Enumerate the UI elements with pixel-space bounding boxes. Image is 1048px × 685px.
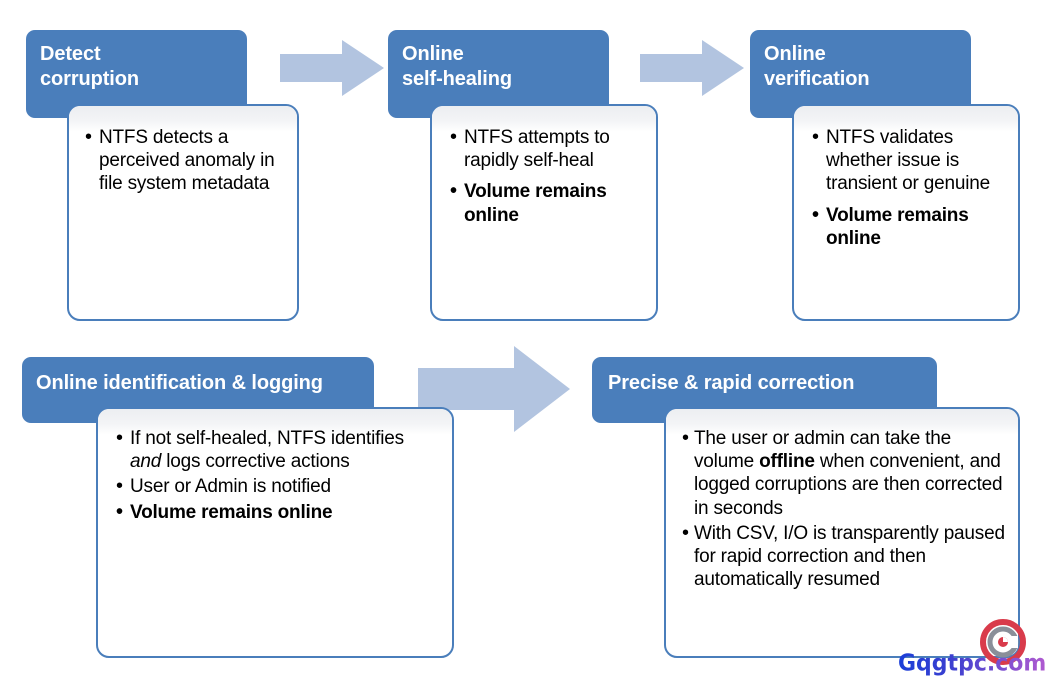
block-card-online-identification-logging: If not self-healed, NTFS identifies and … [96,407,454,658]
bullet-text: NTFS detects a perceived anomaly in file… [99,127,275,195]
block-header-line-2: corruption [40,68,139,91]
block-header-online-verification: Online verification [750,30,971,118]
bullet-list: NTFS detects a perceived anomaly in file… [69,106,297,196]
block-header-line-1: Detect [40,43,101,65]
list-item: Volume remains online [810,203,1006,250]
block-header-detect-corruption: Detect corruption [26,30,247,118]
bullet-text-part-1: The user or admin can take the volume [694,428,951,473]
block-card-online-verification: NTFS validates whether issue is transien… [792,104,1020,321]
block-header-line-2: self-healing [402,68,512,91]
bullet-list: The user or admin can take the volume of… [666,409,1018,591]
bullet-text: User or Admin is notified [130,476,331,498]
block-header-line-1: Online identification & logging [36,372,323,394]
bullet-text: NTFS attempts to rapidly self-heal [464,127,610,172]
bullet-list: NTFS attempts to rapidly self-heal Volum… [432,106,656,227]
block-header-line-2: verification [764,68,870,91]
bullet-list: NTFS validates whether issue is transien… [794,106,1018,250]
list-item: NTFS validates whether issue is transien… [810,125,1006,196]
arrow-3-icon [418,346,570,432]
arrow-1-icon [280,40,384,96]
list-item: If not self-healed, NTFS identifies and … [114,426,440,473]
bullet-text-part-2: logs corrective actions [161,451,350,473]
list-item: Volume remains online [448,179,642,226]
block-header-line-1: Precise & rapid correction [608,372,855,394]
bullet-text: Volume remains online [464,181,607,226]
block-card-detect-corruption: NTFS detects a perceived anomaly in file… [67,104,299,321]
bullet-text: With CSV, I/O is transparently paused fo… [694,522,1005,591]
bullet-text: Volume remains online [130,501,333,523]
list-item: NTFS attempts to rapidly self-heal [448,125,642,172]
list-item: NTFS detects a perceived anomaly in file… [83,125,283,196]
bullet-text-part-2: when convenient, and logged corruptions … [694,451,1003,519]
list-item: With CSV, I/O is transparently paused fo… [682,521,1010,592]
bullet-text-part-1: If not self-healed, NTFS identifies [130,428,404,449]
block-header-online-self-healing: Online self-healing [388,30,609,118]
bullet-text-emphasis: and [130,451,162,473]
bullet-text-strong: offline [759,451,815,473]
block-header-line-1: Online [764,43,826,65]
bullet-list: If not self-healed, NTFS identifies and … [98,409,452,524]
list-item: Volume remains online [114,500,440,525]
bullet-text: NTFS validates whether issue is transien… [826,127,990,195]
list-item: The user or admin can take the volume of… [682,426,1010,520]
bullet-text: Volume remains online [826,204,969,249]
block-card-online-self-healing: NTFS attempts to rapidly self-heal Volum… [430,104,658,321]
list-item: User or Admin is notified [114,474,440,499]
block-header-line-1: Online [402,43,464,65]
block-card-precise-rapid-correction: The user or admin can take the volume of… [664,407,1020,658]
arrow-2-icon [640,40,744,96]
